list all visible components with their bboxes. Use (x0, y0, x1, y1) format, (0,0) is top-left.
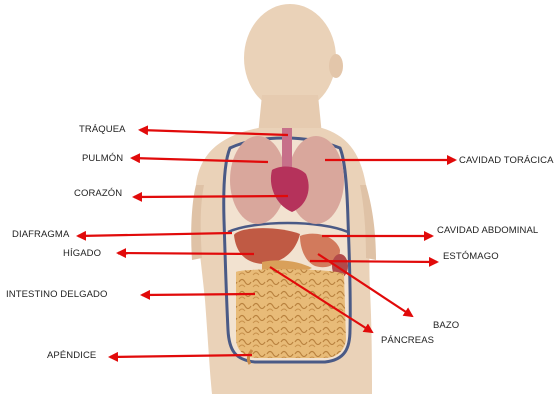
label-traquea: TRÁQUEA (79, 124, 126, 135)
label-cavidad-toracica: CAVIDAD TORÁCICA (459, 155, 554, 166)
label-corazon: CORAZÓN (74, 188, 122, 199)
label-intestino-delgado: INTESTINO DELGADO (6, 289, 107, 300)
label-pancreas: PÁNCREAS (381, 335, 434, 346)
label-pulmon: PULMÓN (82, 153, 123, 164)
label-apendice: APÉNDICE (47, 350, 96, 361)
label-bazo: BAZO (433, 320, 459, 331)
arrow-intestino (142, 294, 255, 295)
label-higado: HÍGADO (63, 248, 101, 259)
label-diafragma: DIAFRAGMA (12, 229, 69, 240)
label-estomago: ESTÓMAGO (443, 251, 499, 262)
arrow-corazon (134, 196, 288, 197)
small-intestine (236, 269, 346, 358)
label-cavidad-abdominal: CAVIDAD ABDOMINAL (437, 225, 538, 236)
arrow-higado (118, 253, 254, 254)
